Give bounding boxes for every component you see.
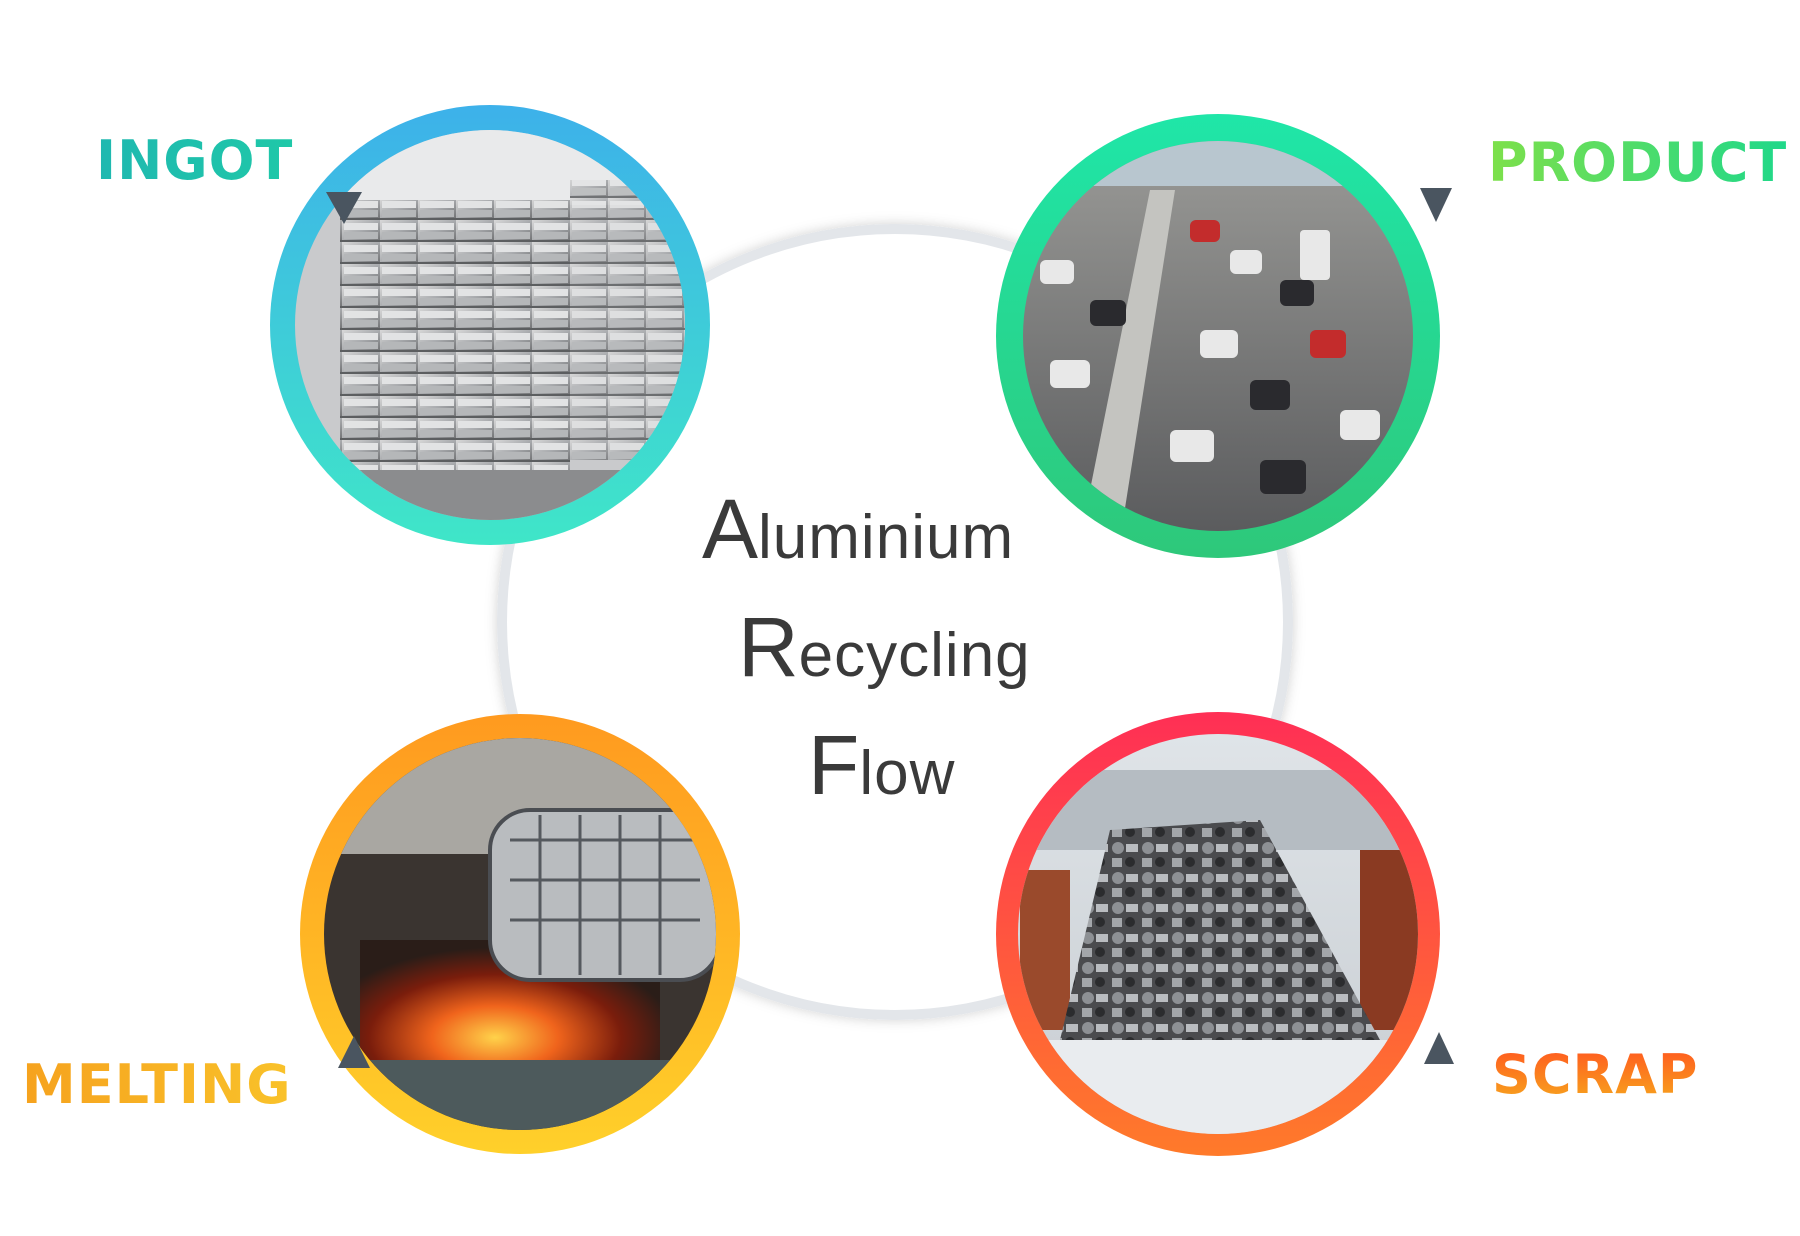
label-product: PRODUCT bbox=[1488, 131, 1788, 194]
stage-ingot bbox=[270, 105, 710, 545]
stage-scrap bbox=[996, 712, 1440, 1156]
title-line-recycling: Recycling bbox=[738, 600, 1031, 694]
stage-melting bbox=[300, 714, 740, 1154]
diagram-title: Aluminium Recycling Flow bbox=[660, 470, 1140, 824]
label-melting: MELTING bbox=[22, 1053, 292, 1116]
triangle-arrow-icon bbox=[338, 1036, 370, 1068]
title-line-aluminium: Aluminium bbox=[702, 482, 1015, 576]
title-line-flow: Flow bbox=[808, 718, 956, 812]
melting-picture bbox=[324, 738, 716, 1130]
triangle-arrow-icon bbox=[1424, 1032, 1454, 1064]
label-scrap: SCRAP bbox=[1492, 1043, 1699, 1106]
triangle-arrow-icon bbox=[326, 192, 362, 224]
scrap-picture bbox=[1018, 734, 1418, 1134]
label-ingot: INGOT bbox=[96, 129, 294, 192]
triangle-arrow-icon bbox=[1420, 188, 1452, 222]
